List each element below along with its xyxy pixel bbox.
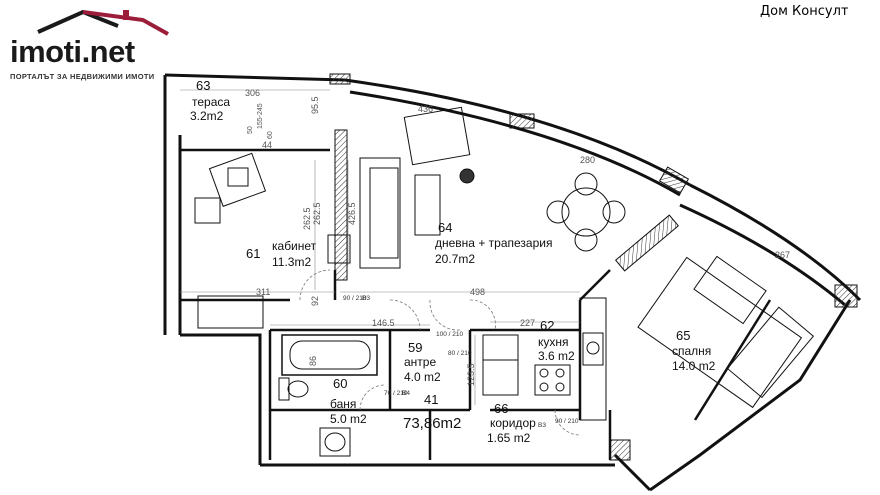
room-number-entrance: 59: [408, 340, 422, 355]
interior-walls: [180, 148, 772, 460]
bedroom-furniture: [637, 255, 815, 409]
door-label-kitchen: 80 / 210: [448, 350, 472, 357]
room-number-corridor: 66: [494, 401, 508, 416]
room-name-kitchen: кухня: [538, 335, 569, 349]
dim-92: 92: [310, 296, 320, 306]
door-number-b3: B3: [362, 295, 370, 302]
dim-262-5-b: 262.5: [312, 202, 322, 225]
dim-436: 436: [418, 104, 433, 114]
room-area-terrace: 3.2m2: [190, 109, 224, 123]
study-furniture: [194, 152, 267, 329]
dining-table: [546, 172, 626, 252]
room-number-terrace: 63: [196, 78, 210, 93]
room-number-bedroom: 65: [676, 328, 690, 343]
door-label-study: 90 / 210: [343, 295, 367, 302]
dim-86: 86: [308, 356, 318, 366]
room-number-bathroom: 60: [333, 376, 347, 391]
door-number-b3-corridor: B3: [538, 422, 546, 429]
room-area-entrance: 4.0 m2: [404, 370, 441, 384]
bathroom-sink: [319, 427, 351, 457]
room-number-study: 61: [246, 246, 260, 261]
dim-95-5: 95.5: [310, 96, 320, 114]
room-number-kitchen: 62: [540, 318, 554, 333]
room-number-living: 64: [438, 220, 452, 235]
agency-name: Дом Консулт: [760, 4, 849, 19]
dim-262-5-a: 262.5: [302, 207, 312, 230]
dim-60: 60: [267, 131, 274, 139]
dimension-lines: [180, 89, 580, 405]
logo-word: imoti: [10, 34, 82, 69]
dim-267: 267: [775, 250, 790, 260]
dim-44: 44: [262, 140, 272, 150]
door-number-b4: B4: [402, 390, 410, 397]
dim-146-5: 146.5: [372, 318, 395, 328]
kitchen-units: [482, 297, 607, 421]
door-label-bath: 70 / 210: [384, 390, 408, 397]
room-area-bedroom: 14.0 m2: [672, 359, 716, 373]
bathtub: [281, 334, 378, 376]
roof-icon: [37, 9, 169, 36]
door-label-entrance: 100 / 210: [436, 331, 463, 338]
dim-426-5: 426.5: [347, 202, 357, 225]
dim-498: 498: [470, 287, 485, 297]
apartment-total-area: 73,86m2: [403, 415, 461, 432]
dim-50: 50: [247, 126, 254, 134]
dim-280: 280: [580, 155, 595, 165]
dim-306: 306: [245, 88, 260, 98]
room-area-study: 11.3m2: [272, 255, 311, 269]
apartment-number: 41: [424, 392, 438, 407]
toilet: [278, 377, 309, 401]
room-name-bathroom: баня: [330, 397, 356, 411]
door-label-corridor: 90 / 210: [555, 418, 579, 425]
room-area-bathroom: 5.0 m2: [330, 412, 367, 426]
logo-domain: .net: [81, 34, 136, 69]
room-name-corridor: коридор: [490, 416, 536, 430]
site-tagline: ПОРТАЛЪТ ЗА НЕДВИЖИМИ ИМОТИ: [10, 72, 155, 81]
room-name-study: кабинет: [272, 239, 317, 253]
room-name-bedroom: спалня: [672, 344, 711, 358]
dim-311: 311: [256, 287, 270, 297]
room-area-living: 20.7m2: [435, 252, 475, 266]
room-labels: 63 тераса 3.2m2 61 кабинет 11.3m2 64 дне…: [190, 78, 716, 445]
structural-columns: [329, 73, 858, 461]
room-name-terrace: тераса: [192, 95, 230, 109]
dim-123-5: 123.5: [466, 363, 476, 386]
dimension-labels: 306 95.5 262.5 262.5 426.5 311 498 280 2…: [245, 88, 790, 386]
dim-227: 227: [520, 318, 535, 328]
door-annotations: 90 / 210 100 / 210 70 / 210 90 / 210 80 …: [343, 295, 579, 429]
dim-155-245: 155-245: [257, 103, 264, 129]
room-name-entrance: антре: [404, 355, 436, 369]
room-area-corridor: 1.65 m2: [487, 431, 531, 445]
site-logo[interactable]: imoti.net ПОРТАЛЪТ ЗА НЕДВИЖИМИ ИМОТИ: [8, 6, 183, 86]
living-furniture: [327, 106, 475, 269]
room-name-living: дневна + трапезария: [435, 236, 552, 250]
site-logo-text: imoti.net: [10, 34, 135, 70]
room-area-kitchen: 3.6 m2: [538, 349, 575, 363]
